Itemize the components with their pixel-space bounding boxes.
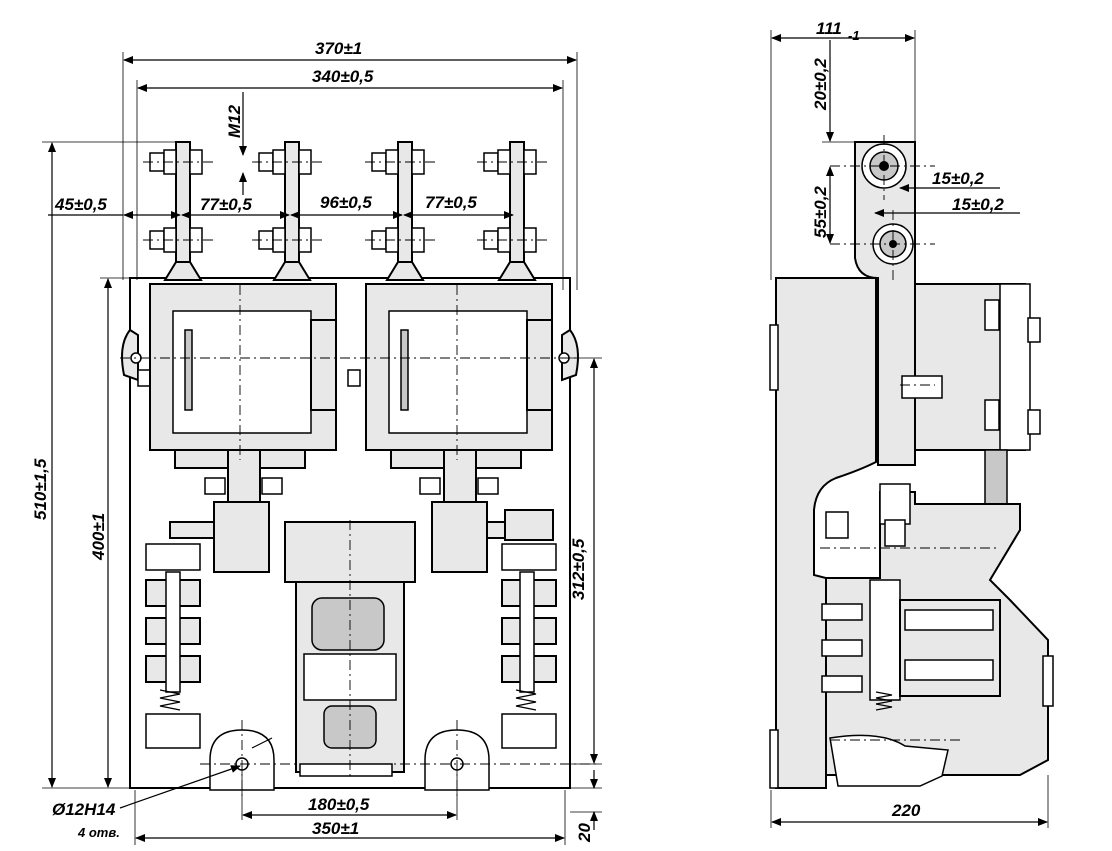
side-dimensions: 111 -1 20±0,2 55±0,2 15±0,2 15±0,2 220 [770,19,1049,828]
dim-thread: M12 [225,104,244,138]
aux-contact-right [501,543,557,749]
dim-terminal-span: 340±0,5 [312,67,374,86]
terminal-pole-2 [252,141,324,281]
dim-mount-height: 312±0,5 [569,538,588,600]
dim-pole-pitch-1: 77±0,5 [200,195,252,214]
coil-housing-right [365,283,553,469]
dim-top-depth: 111 [816,19,842,38]
aux-contact-left [145,543,201,749]
dim-overall-width: 370±1 [315,39,362,58]
dim-bottom-offset: 20 [575,823,594,843]
dim-base-width: 350±1 [312,819,359,838]
dim-depth: 220 [891,801,921,820]
dim-pole-pitch-2: 77±0,5 [425,193,477,212]
front-dimensions: 370±1 340±0,5 M12 45±0,5 77±0,5 96±0,5 7… [31,39,602,845]
coil-housing-left [149,283,337,469]
dim-base-height: 400±1 [89,513,108,561]
dim-pole-pitch-mid: 96±0,5 [320,193,372,212]
hole-spec: Ø12H14 [52,800,116,819]
dim-edge-to-pole: 45±0,5 [54,195,107,214]
hole-count: 4 отв. [77,825,120,840]
side-view [769,135,1054,789]
terminal-pole-3 [365,141,437,281]
side-frame [775,277,877,789]
terminal-pole-1 [143,141,215,281]
dim-overall-height: 510±1,5 [31,458,50,520]
dim-offset-a: 15±0,2 [932,169,984,188]
dim-terminal-pitch: 55±0,2 [811,186,830,238]
dim-top-depth-tol: -1 [848,28,860,43]
dim-terminal-top: 20±0,2 [811,58,830,111]
terminal-pole-4 [477,141,549,281]
dim-offset-b: 15±0,2 [952,195,1004,214]
terminal-arm [854,141,916,466]
terminal-poles [143,141,549,281]
dim-mount-spacing: 180±0,5 [308,795,370,814]
front-view [120,141,600,800]
